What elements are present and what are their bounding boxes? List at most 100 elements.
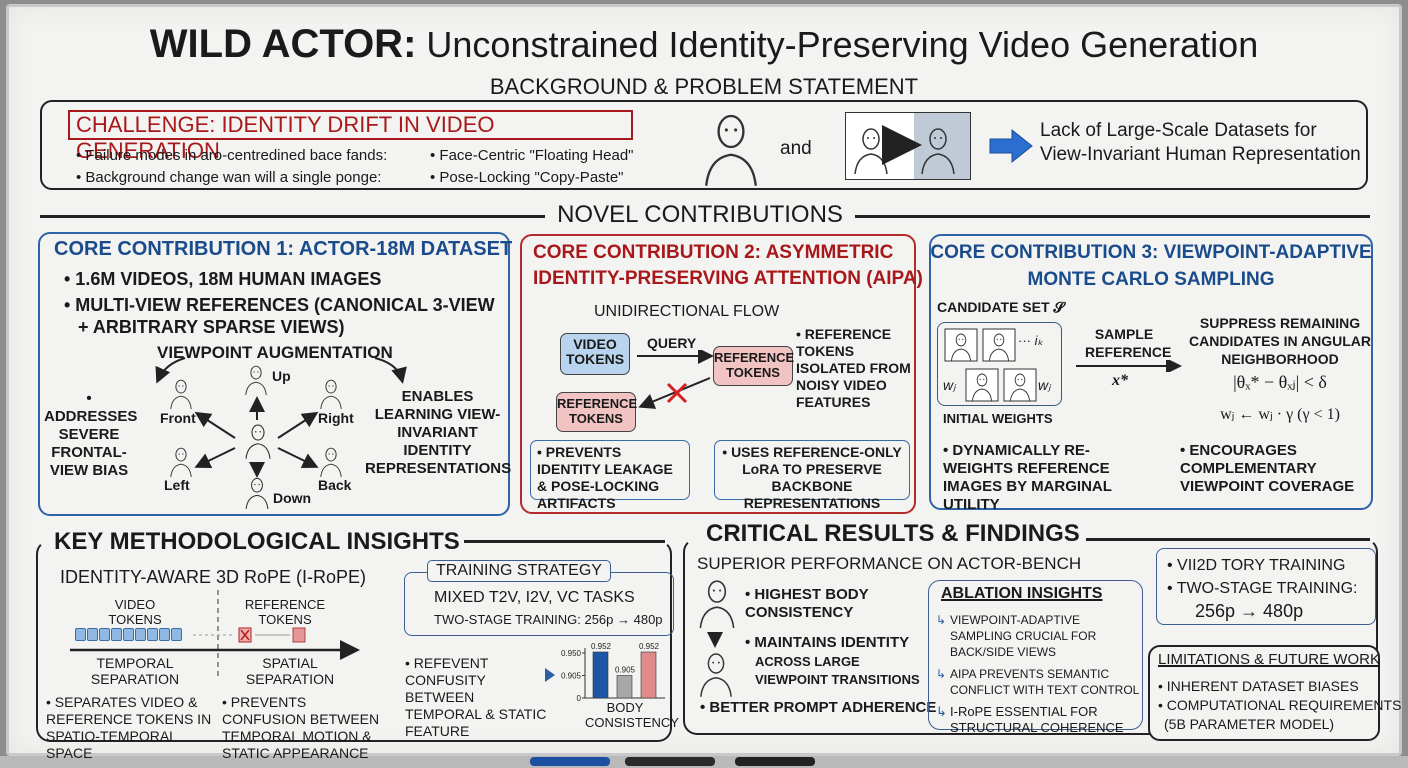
ablation-text: I-RoPE ESSENTIAL FOR STRUCTURAL COHERENC… — [950, 704, 1124, 735]
limitations-heading: LIMITATIONS & FUTURE WORK — [1158, 651, 1380, 668]
view-down: Down — [273, 490, 312, 506]
c3-bullet-2: • ENCOURAGES COMPLEMENTARY VIEWPOINT COV… — [1180, 442, 1355, 495]
ablation-item: ↳AIPA PREVENTS SEMANTIC CONFLICT WITH TE… — [936, 667, 1140, 697]
page-title: WILD ACTOR: Unconstrained Identity-Prese… — [0, 22, 1408, 67]
ablation-list: ↳VIEWPOINT-ADAPTIVE SAMPLING CRUCIAL FOR… — [936, 612, 1141, 736]
video-tokens-label: VIDEO TOKENS — [108, 597, 162, 627]
background-bullets: • Failure modes in aro-centredined bace … — [76, 145, 387, 189]
conclusion-line: Lack of Large-Scale Datasets for — [1040, 120, 1317, 141]
unidirectional-flow: UNIDIRECTIONAL FLOW — [594, 303, 780, 320]
suppress-note: SUPPRESS REMAINING CANDIDATES IN ANGULAR… — [1189, 315, 1371, 367]
training-summary: • VII2D TORY TRAINING • TWO-STAGE TRAINI… — [1156, 548, 1376, 625]
c2-title-line: IDENTITY-PRESERVING ATTENTION (AIPA) — [533, 268, 923, 289]
c2-box-left: • PREVENTS IDENTITY LEAKAGE & POSE-LOCKI… — [530, 440, 690, 511]
viewpoint-diagram — [155, 357, 407, 509]
bullet: + ARBITRARY SPARSE VIEWS) — [78, 317, 345, 337]
training-line: • VII2D TORY TRAINING — [1167, 557, 1346, 574]
ablation-text: VIEWPOINT-ADAPTIVE SAMPLING CRUCIAL FOR … — [950, 613, 1097, 659]
spatial-separation: SPATIAL SEPARATION — [245, 655, 335, 687]
black-marker — [735, 757, 815, 766]
flow-arrows — [637, 350, 714, 409]
irope-title: IDENTITY-AWARE 3D RoPE (I-RoPE) — [60, 567, 367, 587]
c3-title: CORE CONTRIBUTION 3: VIEWPOINT-ADAPTIVE … — [930, 239, 1372, 293]
temporal-separation: TEMPORAL SEPARATION — [90, 655, 180, 687]
query-label: QUERY — [647, 335, 697, 351]
challenge-label: CHALLENGE: IDENTITY DRIFT IN VIDEO GENER… — [68, 110, 633, 163]
result-bullet-1: • HIGHEST BODY CONSISTENCY — [745, 586, 869, 621]
c2-title: CORE CONTRIBUTION 2: ASYMMETRIC IDENTITY… — [533, 240, 923, 292]
training-strategy-label: TRAINING STRATEGY — [427, 560, 611, 582]
view-right: Right — [318, 410, 354, 426]
and-label: and — [780, 138, 812, 159]
sample-reference: SAMPLE REFERENCE — [1085, 326, 1172, 360]
wj-label: wⱼ — [943, 377, 956, 393]
c3-title-line: MONTE CARLO SAMPLING — [1027, 269, 1275, 290]
view-back: Back — [318, 477, 352, 493]
bar — [640, 651, 657, 699]
wj-label: wⱼ — [1038, 377, 1051, 393]
reference-tokens-label: REFERENCE TOKENS — [244, 597, 326, 627]
contribution-1-panel — [38, 232, 510, 516]
reference-tokens-node: REFERENCE TOKENS — [556, 392, 637, 432]
view-up: Up — [272, 368, 291, 384]
bar-value-label: 0.905 — [615, 666, 636, 675]
limitation-item: • COMPUTATIONAL REQUIREMENTS — [1158, 697, 1402, 713]
divider — [1060, 538, 1370, 541]
results-heading: CRITICAL RESULTS & FINDINGS — [700, 520, 1086, 548]
refevent-note: • REFEVENT CONFUSITY BETWEEN TEMPORAL & … — [405, 655, 547, 739]
ablation-text: AIPA PREVENTS SEMANTIC CONFLICT WITH TEX… — [950, 667, 1140, 697]
blue-marker — [530, 757, 610, 766]
bullet: • Background change wan will a single po… — [76, 169, 382, 186]
arrow-right-icon — [989, 128, 1033, 164]
divider — [40, 215, 545, 218]
result-bullet-2-detail: ACROSS LARGE VIEWPOINT TRANSITIONS — [755, 654, 920, 687]
bullet: • Failure modes in aro-centredined bace … — [76, 147, 388, 164]
y-tick-label: 0 — [577, 694, 582, 703]
formula-weight: wⱼ ← wⱼ · γ (γ < 1) — [1220, 406, 1340, 423]
result-bullet-3: • BETTER PROMPT ADHERENCE — [700, 699, 937, 716]
title-rest: Unconstrained Identity-Preserving Video … — [426, 24, 1259, 65]
contribution-3-panel — [929, 234, 1373, 510]
training-item-2: TWO-STAGE TRAINING: 256p → 480p — [434, 612, 663, 627]
person-portrait-icon — [700, 108, 762, 186]
bar-value-label: 0.952 — [591, 642, 612, 651]
y-tick-label: 0.950 — [561, 649, 582, 658]
formula-angle: |θₓ* − θₓⱼ| < δ — [1233, 372, 1327, 392]
contribution-2-panel — [520, 234, 916, 514]
limitations-panel — [1148, 645, 1380, 741]
background-panel — [40, 100, 1368, 190]
blocked-x-icon — [666, 382, 688, 404]
ablation-item: ↳I-RoPE ESSENTIAL FOR STRUCTURAL COHEREN… — [936, 704, 1124, 735]
failure-mode: • Pose-Locking "Copy-Paste" — [430, 169, 624, 186]
title-bold: WILD ACTOR: — [149, 22, 417, 66]
initial-weights: INITIAL WEIGHTS — [943, 411, 1053, 426]
pose-copy-image — [845, 112, 971, 180]
video-token-row — [75, 628, 183, 646]
training-line: • TWO-STAGE TRAINING: — [1167, 580, 1358, 597]
c1-right-note: ENABLES LEARNING VIEW-INVARIANT IDENTITY… — [365, 388, 512, 477]
ik-label: ··· iₖ — [1018, 333, 1044, 348]
ablation-heading: ABLATION INSIGHTS — [941, 585, 1103, 602]
bullet: • MULTI-VIEW REFERENCES (CANONICAL 3-VIE… — [64, 295, 495, 315]
failure-modes: • Face-Centric "Floating Head" • Pose-Lo… — [430, 145, 633, 189]
c1-title: CORE CONTRIBUTION 1: ACTOR-18M DATASET — [54, 238, 513, 260]
result-bullet-2: • MAINTAINS IDENTITY — [745, 634, 910, 651]
triangle-pointer-icon — [545, 668, 555, 682]
failure-mode: • Face-Centric "Floating Head" — [430, 147, 634, 164]
c2-title-line: CORE CONTRIBUTION 2: ASYMMETRIC — [533, 242, 894, 263]
view-left: Left — [164, 477, 190, 493]
sample-arrow — [1076, 360, 1182, 372]
viewpoint-augmentation: VIEWPOINT AUGMENTATION — [157, 343, 393, 362]
c2-note: • REFERENCE TOKENS ISOLATED FROM NOISY V… — [796, 326, 911, 410]
view-front: Front — [160, 410, 196, 426]
bar-value-label: 0.952 — [639, 642, 660, 651]
bar — [616, 675, 633, 699]
c2-box-right: • USES REFERENCE-ONLY LoRA TO PRESERVE B… — [714, 440, 910, 511]
ablation-panel — [928, 580, 1143, 730]
divider — [420, 540, 665, 543]
bullet: • 1.6M VIDEOS, 18M HUMAN IMAGES — [64, 269, 382, 289]
dataset-gap: Lack of Large-Scale Datasets for View-In… — [1040, 119, 1361, 167]
c1-bullets: • 1.6M VIDEOS, 18M HUMAN IMAGES • MULTI-… — [64, 268, 495, 338]
limitation-item: • INHERENT DATASET BIASES — [1158, 678, 1359, 694]
